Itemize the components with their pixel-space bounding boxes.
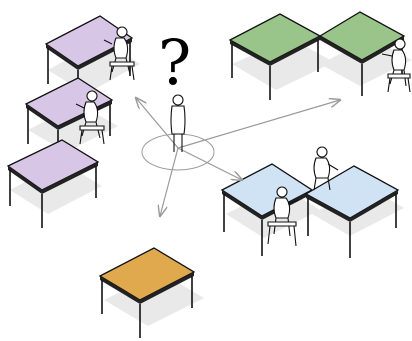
floor-shadow xyxy=(320,38,412,86)
floor-shadow xyxy=(232,38,334,90)
decision-arrows xyxy=(136,98,340,216)
blue-table-group xyxy=(220,146,404,258)
seated-person xyxy=(313,146,339,191)
green-table-group xyxy=(228,11,412,100)
arrow-to-purple xyxy=(136,98,179,149)
purple-table xyxy=(6,139,100,228)
orange-table-group xyxy=(98,247,204,338)
question-mark: ? xyxy=(158,26,191,99)
arrow-to-blue xyxy=(177,147,242,180)
seated-person xyxy=(103,26,135,81)
arrow-to-orange xyxy=(160,147,179,216)
seated-person xyxy=(267,186,299,247)
green-table xyxy=(228,13,322,100)
green-table xyxy=(318,11,406,96)
ground-circle xyxy=(141,133,215,171)
blue-table xyxy=(304,165,400,258)
floor-shadow xyxy=(104,272,204,326)
arrow-to-green xyxy=(177,100,340,149)
seated-person xyxy=(381,38,411,93)
seated-person xyxy=(75,90,105,145)
standing-person xyxy=(170,94,186,152)
orange-table xyxy=(98,247,196,338)
purple-table-group xyxy=(6,15,140,228)
